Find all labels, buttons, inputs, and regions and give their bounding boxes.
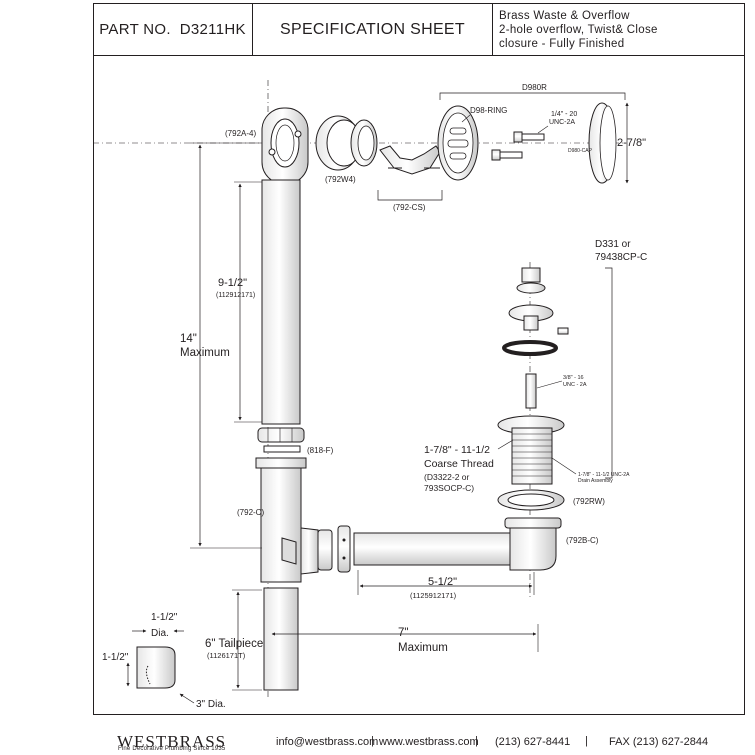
nut-818f-label: (818-F) xyxy=(307,446,334,455)
thread-label-1: 1-7/8" - 11-1/2 xyxy=(424,444,490,456)
stem-leader xyxy=(536,380,563,389)
sheet-frame xyxy=(93,3,745,715)
thread-label-4: 793SOCP-C) xyxy=(424,483,474,493)
d331-bracket xyxy=(605,267,613,479)
rubber-washer xyxy=(497,489,565,511)
footer-separator: | xyxy=(475,735,478,747)
product-description: Brass Waste & Overflow 2-hole overflow, … xyxy=(493,3,745,56)
drain-spec-1: 1-7/8" - 11-1/2 UNC-2A xyxy=(578,472,630,478)
d331-label-1: D331 or xyxy=(595,239,631,250)
email-link[interactable]: info@westbrass.com xyxy=(276,736,379,748)
tee-slip-nut xyxy=(317,525,351,573)
dim-7-value: 7" xyxy=(398,627,408,639)
closure-top-dia: 1-1/2" xyxy=(151,612,178,623)
dim-912-value: 9-1/2" xyxy=(218,277,247,289)
screw-spec-1: 1/4" - 20 xyxy=(551,111,577,118)
dim-14-value: 14" xyxy=(180,333,197,345)
cap-part-label: D980-CAP xyxy=(568,148,593,154)
tailpiece xyxy=(263,587,299,691)
washer-label: (792W4) xyxy=(325,175,356,184)
d331-label-2: 79438CP-C xyxy=(595,252,647,263)
header-row xyxy=(93,3,745,56)
thread-label-2: Coarse Thread xyxy=(424,458,494,470)
waste-arm xyxy=(353,532,515,566)
d98-leader xyxy=(461,114,471,123)
drain-spec-2: Drain Assembly xyxy=(578,478,613,484)
closure-top-dia-label: Dia. xyxy=(151,628,169,639)
drain-body xyxy=(497,415,565,485)
cs-spacer xyxy=(379,145,441,175)
part-number-label: PART NO. xyxy=(99,21,171,38)
waste-tee xyxy=(255,457,319,583)
westbrass-logo: WESTBRASS xyxy=(117,732,227,751)
overflow-elbow xyxy=(261,107,309,185)
elbow-label: (792A-4) xyxy=(225,129,256,138)
footer-separator: | xyxy=(371,735,374,747)
dim-7-caption: Maximum xyxy=(398,642,448,654)
phone-number: (213) 627-8441 xyxy=(495,736,571,748)
overflow-tube xyxy=(261,179,301,425)
screw-spec-2: UNC-2A xyxy=(549,119,575,126)
screw-leader xyxy=(537,125,549,134)
description-line-3: closure - Fully Finished xyxy=(499,37,625,50)
cs-label: (792-CS) xyxy=(393,203,426,212)
dim-512-part: (1125912171) xyxy=(410,591,457,600)
fax-number: FAX (213) 627-2844 xyxy=(609,736,709,748)
stopper-assembly xyxy=(502,267,569,409)
tee-label: (792-C) xyxy=(237,508,264,517)
description-line-1: Brass Waste & Overflow xyxy=(499,9,630,22)
d98-ring-label: D98-RING xyxy=(470,106,507,115)
dim-512-value: 5-1/2" xyxy=(428,576,457,588)
dim-14-caption: Maximum xyxy=(180,347,230,359)
stem-spec-1: 3/8" - 16 xyxy=(563,375,584,381)
stem-spec-2: UNC - 2A xyxy=(563,382,587,388)
overflow-cap xyxy=(588,102,617,184)
drain-shoe xyxy=(504,517,562,571)
closure-base-leader xyxy=(179,693,195,704)
cs-bracket xyxy=(377,190,443,201)
closure-side-dia: 1-1/2" xyxy=(102,652,129,663)
dim-912-part: (112912171) xyxy=(216,292,255,299)
d980r-bracket xyxy=(439,92,626,100)
d98-ring xyxy=(437,105,479,181)
description-line-2: 2-hole overflow, Twist& Close xyxy=(499,23,658,36)
overflow-screws xyxy=(491,131,545,161)
rw-label: (792RW) xyxy=(573,497,605,506)
tailpiece-part: (1126171T) xyxy=(207,651,246,660)
slip-nut-818f xyxy=(257,427,305,453)
tailpiece-value: 6" Tailpiece xyxy=(205,638,263,650)
thread-leader xyxy=(497,439,514,450)
website-link[interactable]: www.westbrass.com xyxy=(379,736,479,748)
flange-ring xyxy=(350,119,378,167)
shoe-label: (792B-C) xyxy=(566,536,599,545)
thread-label-3: (D3322-2 or xyxy=(424,472,470,482)
closure-detail xyxy=(136,646,176,689)
logo-tagline: Fine Decorative Plumbing Since 1935 xyxy=(118,746,226,752)
cap-height-label: 2-7/8" xyxy=(617,137,646,149)
part-number: D3211HK xyxy=(179,21,246,38)
footer-separator: | xyxy=(585,735,588,747)
d980r-label: D980R xyxy=(522,83,547,92)
closure-base-dia: 3" Dia. xyxy=(196,699,226,710)
part-number-cell: PART NO. D3211HK xyxy=(93,3,253,56)
sheet-title: SPECIFICATION SHEET xyxy=(253,3,493,56)
drain-leader xyxy=(551,457,577,475)
